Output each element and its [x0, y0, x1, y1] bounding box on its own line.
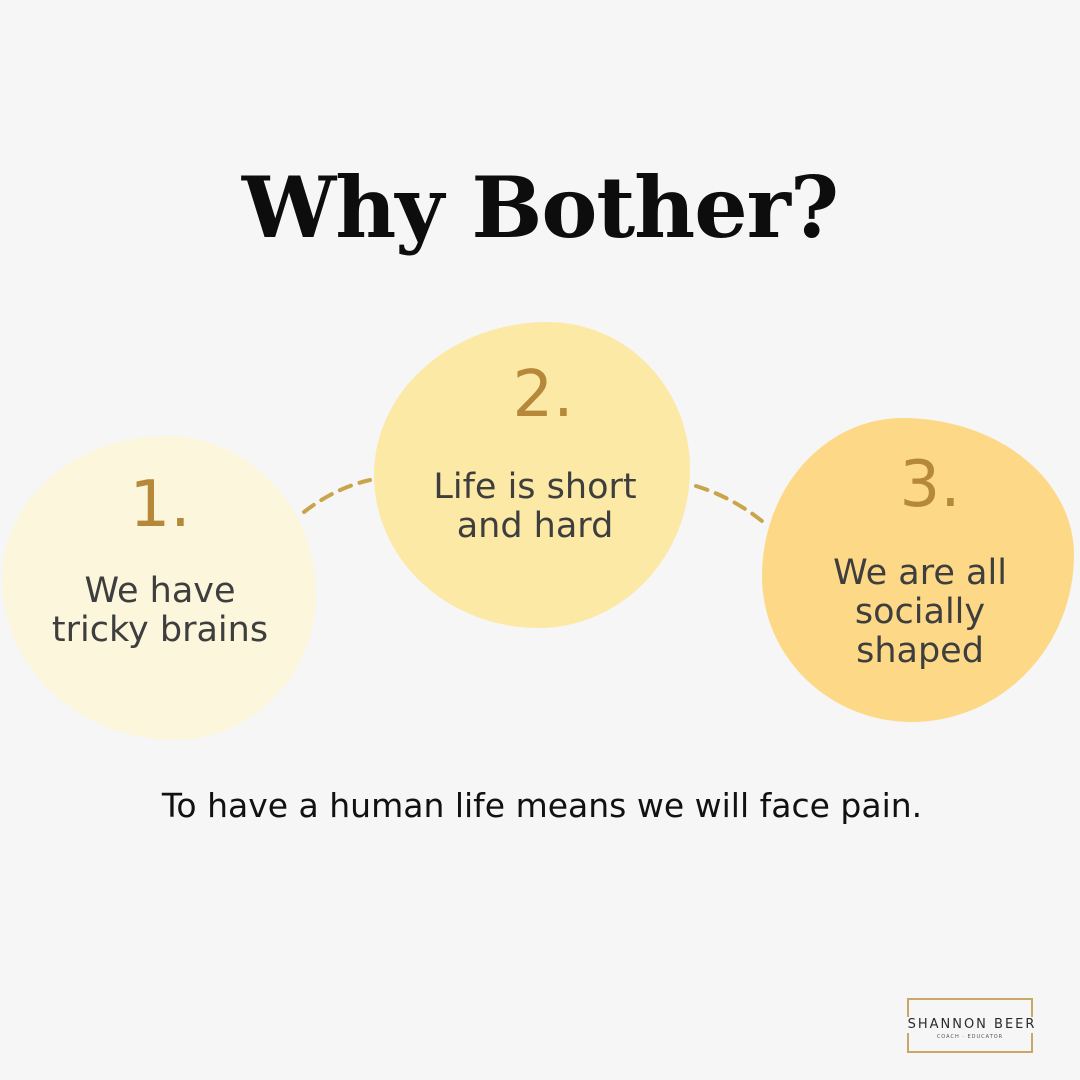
- item-2-label: Life is short and hard: [433, 467, 637, 546]
- connector-2-3: [694, 484, 770, 528]
- brand-logo: SHANNON BEER COACH · EDUCATOR: [899, 998, 1045, 1053]
- subtitle-text: To have a human life means we will face …: [161, 786, 923, 825]
- blob-item-2: [374, 322, 690, 628]
- item-3-number: 3.: [899, 448, 961, 522]
- item-2-number: 2.: [512, 358, 574, 432]
- item-1-number: 1.: [129, 468, 191, 542]
- brand-name: SHANNON BEER: [899, 1017, 1045, 1033]
- page-title: Why Bother?: [241, 158, 839, 257]
- brand-tagline: COACH · EDUCATOR: [936, 1034, 1004, 1040]
- connector-1-2: [302, 478, 372, 514]
- blob-item-3: [762, 418, 1074, 722]
- item-3-label: We are all socially shaped: [833, 553, 1007, 671]
- item-1-label: We have tricky brains: [51, 571, 269, 650]
- blob-item-1: [2, 436, 316, 740]
